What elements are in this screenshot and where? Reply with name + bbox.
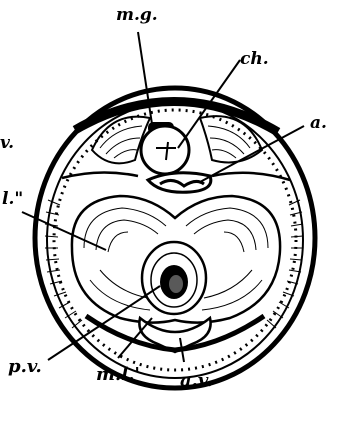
gut-lumen-spot xyxy=(169,275,183,293)
label-pv: p.v. xyxy=(8,356,42,377)
label-ml: m.l.' xyxy=(96,364,140,385)
chorda xyxy=(141,126,189,174)
label-av: a.v. xyxy=(180,370,213,391)
label-l: l." xyxy=(2,189,23,209)
label-ch: ch. xyxy=(240,49,269,69)
label-v: v. xyxy=(0,133,14,153)
label-mg: m.g. xyxy=(116,5,158,25)
label-a: a. xyxy=(310,113,327,133)
